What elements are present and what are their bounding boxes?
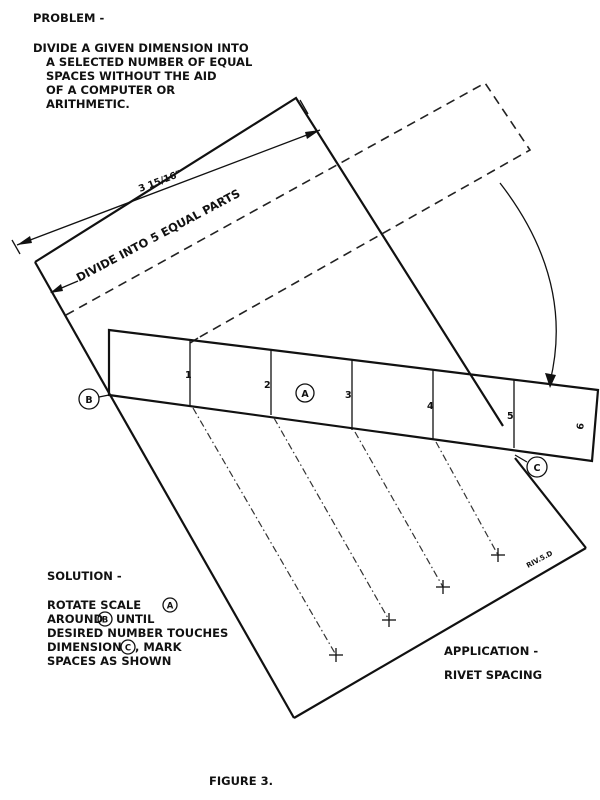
- marker-a: [295, 383, 315, 403]
- scale-initial-position: [65, 81, 532, 339]
- solution-text-6: , MARK: [135, 640, 183, 654]
- small-note: RIV.5.D: [525, 549, 554, 570]
- solution-marker-c: [120, 639, 136, 655]
- solution-heading: SOLUTION -: [47, 569, 122, 583]
- scale-number-6: 6: [575, 422, 587, 430]
- scale-number-2: 2: [264, 380, 271, 391]
- marker-b-leader: [98, 394, 110, 398]
- application-text: RIVET SPACING: [444, 668, 542, 682]
- solution-text-2: AROUND: [47, 612, 103, 626]
- projection-line-2: [273, 417, 390, 621]
- workpiece-bottom-edge: [293, 547, 587, 719]
- scale-number-5: 5: [507, 411, 514, 422]
- rotation-arc: [499, 182, 557, 383]
- solution-text-1: ROTATE SCALE: [47, 598, 141, 612]
- projection-line-3: [354, 431, 444, 588]
- workpiece-right-edge: [514, 457, 587, 549]
- scale-number-4: 4: [427, 401, 434, 412]
- scale-a: [107, 328, 600, 463]
- figure-caption: FIGURE 3.: [209, 774, 273, 788]
- dimension-line: [16, 129, 321, 246]
- divide-label: DIVIDE INTO 5 EQUAL PARTS: [74, 186, 243, 285]
- problem-line-4: OF A COMPUTER OR: [46, 83, 175, 97]
- problem-line-2: A SELECTED NUMBER OF EQUAL: [46, 55, 253, 69]
- solution-text-4: DESIRED NUMBER TOUCHES: [47, 626, 228, 640]
- rotation-arc-arrow: [545, 373, 556, 388]
- problem-line-3: SPACES WITHOUT THE AID: [46, 69, 217, 83]
- dimension-ext-right: [299, 99, 309, 115]
- solution-marker-c-label: C: [125, 644, 131, 654]
- marker-c: [526, 456, 548, 478]
- solution-marker-b-label: B: [102, 616, 108, 626]
- scale-number-3: 3: [345, 390, 352, 401]
- marker-c-leader: [514, 454, 528, 463]
- solution-text-3: UNTIL: [116, 612, 155, 626]
- problem-line-5: ARITHMETIC.: [46, 97, 130, 111]
- application-heading: APPLICATION -: [444, 644, 538, 658]
- solution-text-7: SPACES AS SHOWN: [47, 654, 171, 668]
- scale-number-1: 1: [185, 370, 192, 381]
- problem-line-1: DIVIDE A GIVEN DIMENSION INTO: [33, 41, 249, 55]
- rivet-mark-1: [329, 648, 343, 662]
- workpiece-left-edge-upper: [34, 261, 110, 394]
- rivet-mark-3: [436, 580, 450, 594]
- marker-a-label: A: [301, 389, 309, 400]
- marker-c-label: C: [534, 463, 541, 474]
- marker-b: [78, 388, 100, 410]
- problem-heading: PROBLEM -: [33, 11, 104, 25]
- solution-text-5: DIMENSION: [47, 640, 122, 654]
- projection-line-4: [435, 441, 499, 556]
- marker-b-label: B: [85, 395, 92, 406]
- solution-marker-a: [162, 597, 178, 613]
- dimension-arrow-left: [17, 236, 32, 245]
- dimension-ext-left: [11, 239, 21, 255]
- divide-arrow: [50, 284, 63, 293]
- solution-marker-a-label: A: [167, 602, 174, 612]
- scale-initial-tail: [186, 337, 199, 346]
- workpiece-left-edge-lower: [108, 392, 295, 719]
- rivet-mark-2: [382, 613, 396, 627]
- solution-marker-b: [97, 611, 113, 627]
- dimension-arrow-right: [305, 130, 320, 139]
- rivet-mark-4: [491, 548, 505, 562]
- projection-line-1: [192, 407, 337, 656]
- workpiece-top-edge: [34, 96, 504, 427]
